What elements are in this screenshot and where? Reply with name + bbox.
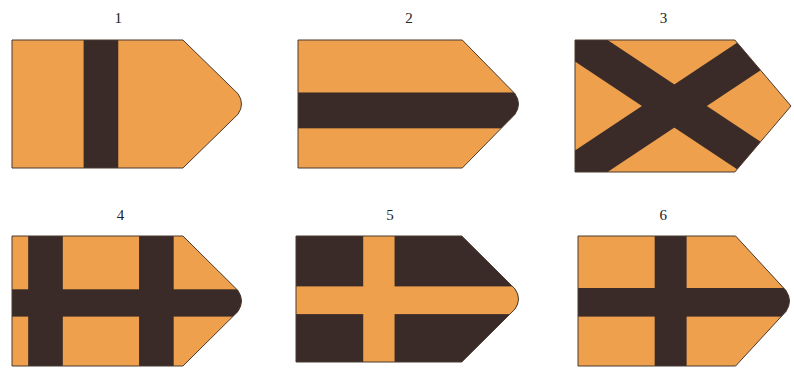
flag-figure: 2	[298, 8, 520, 170]
flag-band	[298, 92, 542, 128]
flag-outline	[12, 236, 242, 366]
figure-number: 2	[405, 8, 413, 28]
figure-number: 1	[115, 8, 123, 28]
figure-number: 3	[660, 8, 668, 28]
flag-band	[12, 289, 266, 316]
flag-ground	[12, 40, 247, 170]
flag-shape	[12, 40, 247, 170]
flag-outline	[575, 40, 791, 172]
flag-outline	[12, 40, 242, 168]
flag-band	[296, 286, 542, 314]
flag-band	[575, 40, 774, 172]
flag-figure: 6	[578, 205, 791, 368]
flag-shape	[296, 236, 524, 364]
flag-band	[578, 288, 794, 317]
flag-outline	[298, 40, 519, 168]
figure-number: 6	[659, 205, 667, 225]
flag-shape	[575, 40, 794, 174]
flag-figure: 3	[575, 8, 791, 174]
flag-figure: 1	[12, 8, 243, 170]
figure-number: 4	[117, 205, 125, 225]
flag-ground	[575, 40, 794, 174]
flag-shape	[298, 40, 524, 170]
flag-band	[575, 40, 774, 172]
figure-number: 5	[386, 205, 394, 225]
flag-outline	[578, 236, 790, 366]
flag-outline	[296, 236, 519, 362]
flag-shape	[12, 236, 247, 368]
flag-band	[84, 40, 119, 168]
flag-shape	[578, 236, 794, 368]
flag-figure: 4	[12, 205, 243, 368]
flag-figure: 5	[296, 205, 520, 364]
